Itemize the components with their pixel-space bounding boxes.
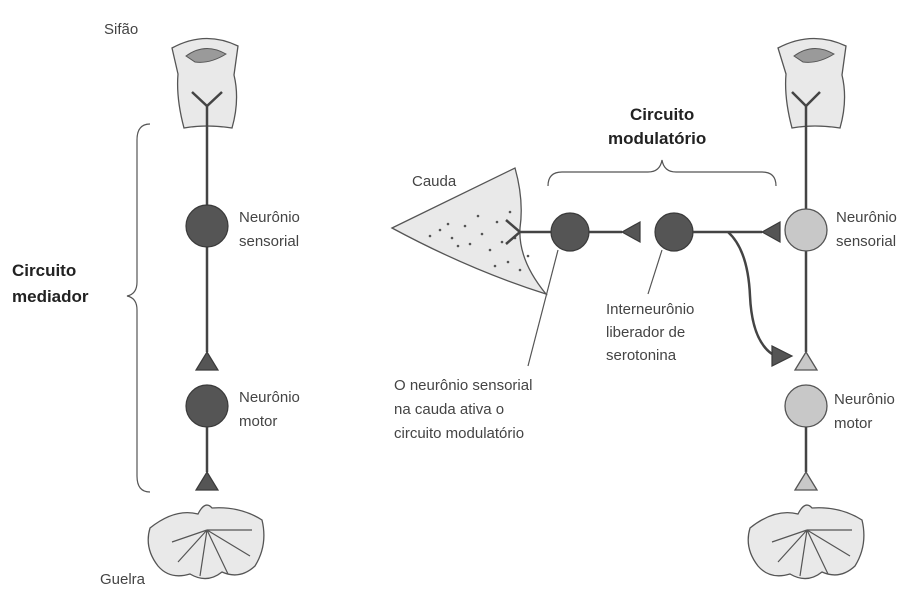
siphon-label: Sifão [104,21,138,38]
tail-note-3: circuito modulatório [394,425,524,442]
mediating-circuit-label-1: Circuito [12,261,76,280]
synapse-terminal-right-2 [795,472,817,490]
sensory-neuron-label-right-2: sensorial [836,233,896,250]
interneuron-leader [648,250,662,294]
gill-label: Guelra [100,571,146,588]
synapse-terminal-left-2 [196,472,218,490]
tail-note-1: O neurônio sensorial [394,377,532,394]
tail-sensory-neuron [551,213,589,251]
gill-right [748,505,864,578]
sensory-neuron-right [785,209,827,251]
motor-neuron-left [186,385,228,427]
synapse-to-interneuron [622,222,640,242]
tail-label: Cauda [412,173,457,190]
interneuron-label-3: serotonina [606,347,677,364]
synapse-to-sensory-terminal [762,222,780,242]
sensory-neuron-label-left-2: sensorial [239,233,299,250]
tail-note-leader [528,250,558,366]
synapse-terminal-right-1 [795,352,817,370]
motor-neuron-label-left-2: motor [239,413,277,430]
motor-neuron-label-right-1: Neurônio [834,391,895,408]
interneuron [655,213,693,251]
motor-neuron-label-left-1: Neurônio [239,389,300,406]
motor-neuron-right [785,385,827,427]
synapse-to-sensory-synapse [772,346,792,366]
sensory-neuron-label-left-1: Neurônio [239,209,300,226]
sensory-neuron-label-right-1: Neurônio [836,209,897,226]
sensory-neuron-left [186,205,228,247]
gill-left [148,505,264,578]
modulatory-circuit-brace [548,160,776,186]
modulatory-circuit-label-2: modulatório [608,129,706,148]
mediating-circuit-label-2: mediador [12,287,89,306]
interneuron-label-2: liberador de [606,324,685,341]
interneuron-branch [728,232,772,354]
synapse-terminal-left-1 [196,352,218,370]
tail-note-2: na cauda ativa o [394,401,504,418]
modulatory-circuit-label-1: Circuito [630,105,694,124]
interneuron-label-1: Interneurônio [606,301,694,318]
motor-neuron-label-right-2: motor [834,415,872,432]
mediating-circuit-brace [127,124,150,492]
